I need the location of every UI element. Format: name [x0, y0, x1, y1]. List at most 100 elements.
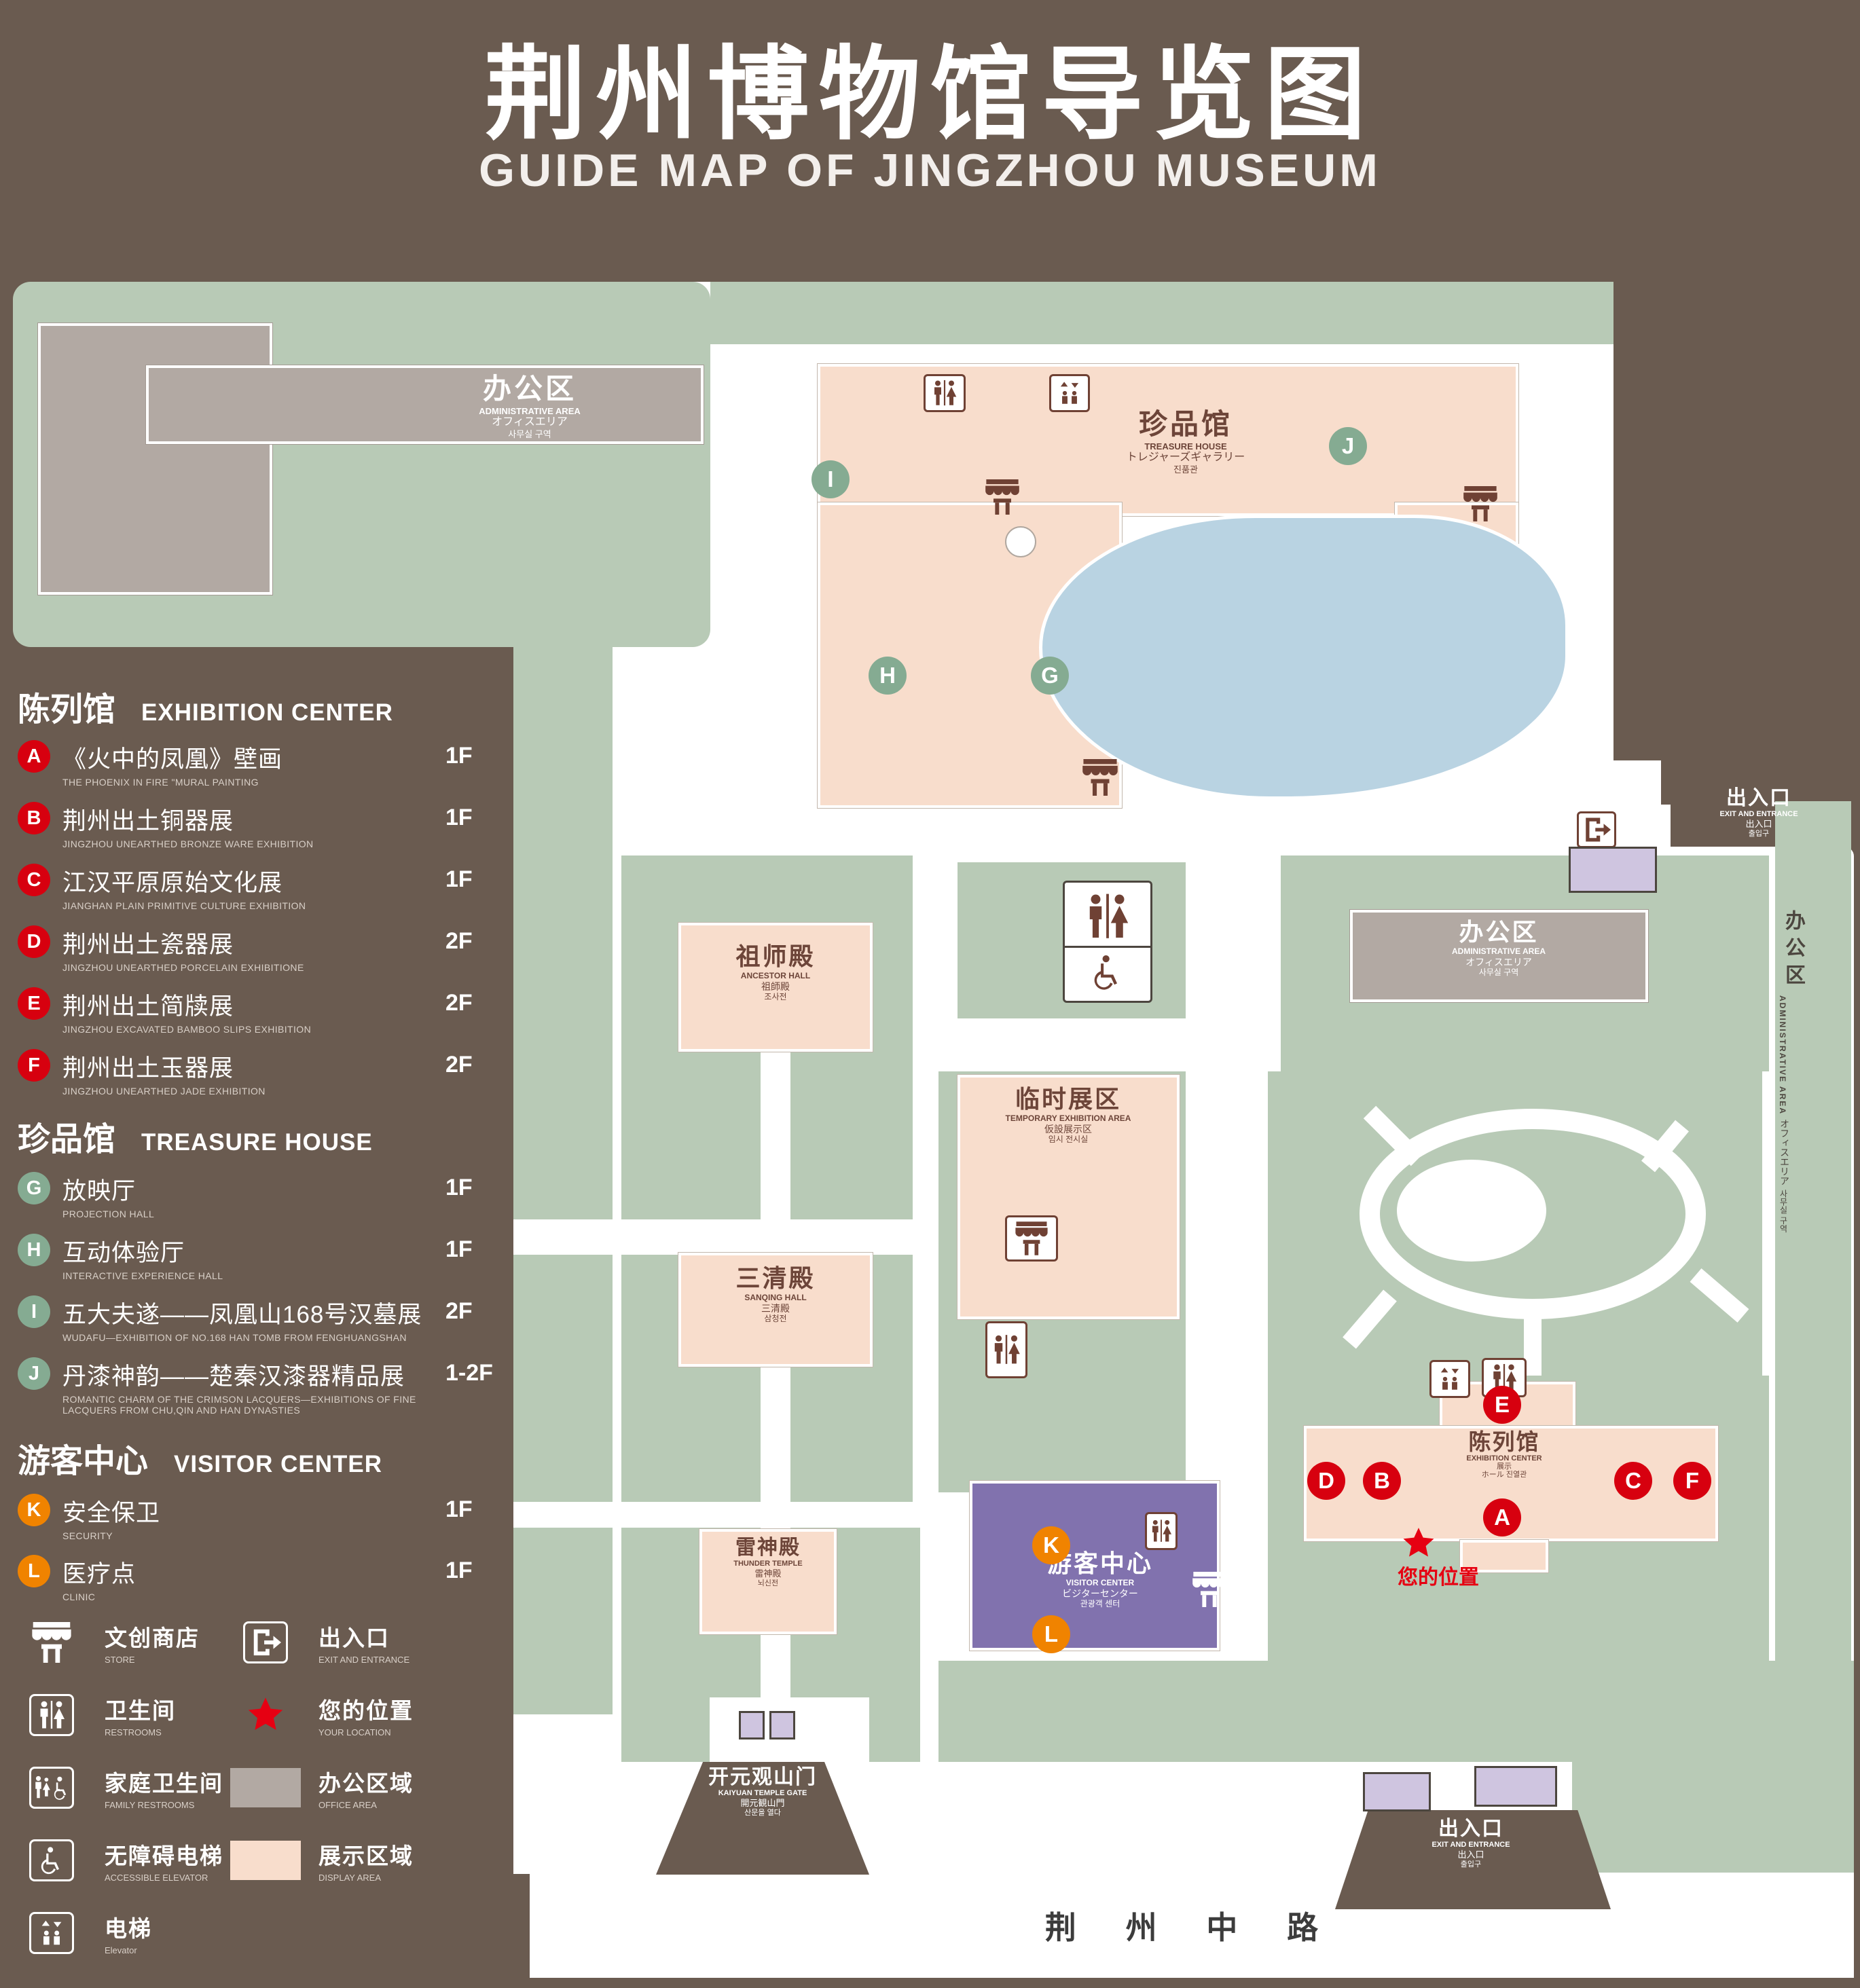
sanqing-hall-building [678, 1253, 873, 1367]
item-zh: 安全保卫 [62, 1500, 161, 1526]
marker-d: D [1307, 1462, 1345, 1500]
display-area-swatch [227, 1841, 304, 1880]
page-subtitle: GUIDE MAP OF JINGZHOU MUSEUM [479, 145, 1381, 196]
section-exhibition-center: 陈列馆 EXHIBITION CENTER [18, 682, 393, 730]
admin-building-mid [1350, 910, 1648, 1002]
item-zh: 荆州出土简牍展 [62, 993, 234, 1020]
legend-item-k: K 安全保卫 SECURITY 1F [18, 1494, 504, 1541]
item-zh: 互动体验厅 [62, 1240, 185, 1266]
sanqing-hall-label: 三清殿 SANQING HALL 三清殿 삼청전 [735, 1264, 816, 1324]
green-strip-north [710, 282, 1613, 344]
exit-icon [227, 1621, 304, 1663]
location-star-icon [1402, 1526, 1436, 1564]
path-segment [513, 1219, 622, 1255]
exhibition-center-label: 陈列馆 EXHIBITION CENTER 展示 ホール 진열관 [1466, 1429, 1542, 1479]
marker-c-badge: C [18, 864, 50, 896]
legend-item-d: D 荆州出土瓷器展 JINGZHOU UNEARTHED PORCELAIN E… [18, 925, 504, 973]
temporary-exhibition-building [958, 1075, 1180, 1319]
exit-bottom-building [1363, 1772, 1431, 1811]
office-area-swatch [227, 1768, 304, 1807]
legend-item-e: E 荆州出土简牍展 JINGZHOU EXCAVATED BAMBOO SLIP… [18, 987, 504, 1035]
restroom-building [1063, 881, 1152, 1003]
item-floor: 2F [445, 1052, 473, 1078]
store-icon [14, 1622, 90, 1663]
thunder-temple-building [699, 1529, 837, 1634]
restroom-icon [1081, 893, 1134, 940]
legend-item-j: J 丹漆神韵——楚秦汉漆器精品展 ROMANTIC CHARM OF THE C… [18, 1357, 504, 1416]
admin-side-label: 办公区 ADMINISTRATIVE AREA オフィスエリア 사무실 구역 [1778, 910, 1804, 1233]
marker-j-badge: J [18, 1357, 50, 1390]
store-icon [1190, 1572, 1229, 1610]
temporary-exhibition-label: 临时展区 TEMPORARY EXHIBITION AREA 仮設展示区 임시 … [1005, 1085, 1131, 1145]
item-floor: 1F [445, 866, 473, 892]
legend-item-i: I 五大夫遂——凤凰山168号汉墓展 WUDAFU—EXHIBITION OF … [18, 1295, 504, 1343]
exit-bottom-building [1474, 1766, 1557, 1807]
green-south-strip [938, 1661, 1572, 1762]
item-en: JINGZHOU UNEARTHED JADE EXHIBITION [62, 1086, 266, 1097]
section-heading-zh: 游客中心 [18, 1443, 149, 1479]
item-en: JIANGHAN PLAIN PRIMITIVE CULTURE EXHIBIT… [62, 900, 306, 911]
legend-item-h: H 互动体验厅 INTERACTIVE EXPERIENCE HALL 1F [18, 1234, 504, 1281]
family-restroom-icon [1087, 953, 1129, 991]
marker-e-badge: E [18, 987, 50, 1020]
marker-k: K [1032, 1526, 1070, 1564]
item-en: WUDAFU—EXHIBITION OF NO.168 HAN TOMB FRO… [62, 1332, 407, 1343]
section-heading-en: EXHIBITION CENTER [141, 699, 393, 726]
marker-a: A [1483, 1498, 1521, 1536]
location-star-icon [227, 1696, 304, 1734]
item-floor: 2F [445, 1298, 473, 1324]
item-floor: 2F [445, 928, 473, 954]
admin-building-west-wing [38, 323, 272, 595]
accessible-elevator-icon [1429, 1360, 1470, 1398]
legend-symbol-elevator: 电梯 Elevator [14, 1911, 152, 1955]
marker-a-badge: A [18, 740, 50, 773]
restroom-icon [985, 1321, 1027, 1378]
garden [1268, 1071, 1762, 1376]
item-en: SECURITY [62, 1530, 113, 1541]
marker-f-badge: F [18, 1049, 50, 1082]
marker-k-badge: K [18, 1494, 50, 1526]
accessible-elevator-icon [14, 1839, 90, 1881]
store-icon [1461, 486, 1500, 525]
marker-c: C [1614, 1462, 1652, 1500]
admin-top-label: 办公区 ADMINISTRATIVE AREA オフィスエリア 사무실 구역 [479, 373, 581, 439]
item-floor: 1F [445, 1496, 473, 1522]
gate-building [769, 1711, 795, 1740]
exit-bottom-wedge [1335, 1810, 1611, 1909]
marker-l: L [1032, 1615, 1070, 1653]
store-icon [1005, 1215, 1058, 1262]
item-zh: 医疗点 [62, 1561, 136, 1587]
marker-g-badge: G [18, 1172, 50, 1204]
family-restroom-icon [14, 1767, 90, 1809]
marker-b-badge: B [18, 802, 50, 834]
item-en: JINGZHOU UNEARTHED BRONZE WARE EXHIBITIO… [62, 839, 314, 849]
legend-item-b: B 荆州出土铜器展 JINGZHOU UNEARTHED BRONZE WARE… [18, 802, 504, 849]
marker-i-badge: I [18, 1295, 50, 1328]
section-heading-zh: 珍品馆 [18, 1122, 116, 1158]
legend-symbol-store: 文创商店 STORE [14, 1620, 200, 1665]
exit-right-building [1569, 847, 1657, 893]
restroom-icon [14, 1694, 90, 1736]
section-visitor-center: 游客中心 VISITOR CENTER [18, 1434, 382, 1481]
marker-i: I [812, 460, 850, 498]
item-zh: 荆州出土铜器展 [62, 808, 234, 834]
item-en: CLINIC [62, 1591, 96, 1602]
path-segment [513, 1502, 622, 1528]
ancestor-hall-building [678, 923, 873, 1052]
legend-symbol-display-area: 展示区域 DISPLAY AREA [227, 1838, 414, 1883]
marker-h-badge: H [18, 1234, 50, 1266]
item-en: JINGZHOU UNEARTHED PORCELAIN EXHIBITIONE [62, 962, 304, 973]
item-zh: 《火中的凤凰》壁画 [62, 746, 283, 773]
marker-l-badge: L [18, 1555, 50, 1587]
exit-bottom-label: 出入口 EXIT AND ENTRANCE 出入口 출입구 [1432, 1818, 1510, 1869]
marker-d-badge: D [18, 925, 50, 958]
item-en: JINGZHOU EXCAVATED BAMBOO SLIPS EXHIBITI… [62, 1024, 312, 1035]
legend-item-a: A 《火中的凤凰》壁画 THE PHOENIX IN FIRE "MURAL P… [18, 740, 504, 788]
divider [1065, 945, 1150, 948]
item-zh: 江汉平原原始文化展 [62, 870, 283, 896]
restroom-icon [924, 374, 966, 412]
item-floor: 1F [445, 805, 473, 830]
legend-item-g: G 放映厅 PROJECTION HALL 1F [18, 1172, 504, 1219]
marker-g: G [1031, 657, 1069, 695]
